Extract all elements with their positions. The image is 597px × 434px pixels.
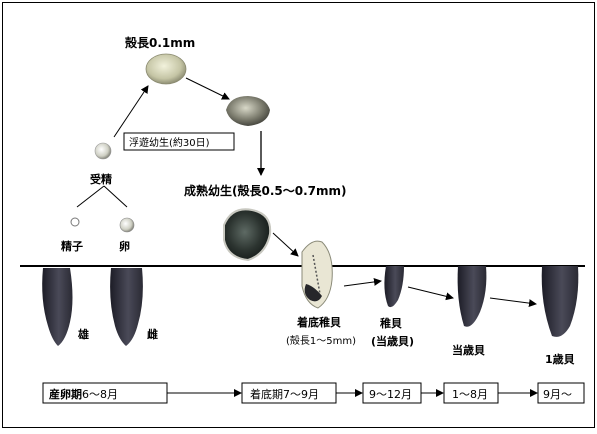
line-to-egg <box>103 185 128 208</box>
one-year-shell-image <box>541 266 579 337</box>
current-year-shell-label: 当歳貝 <box>452 343 485 357</box>
settled-juvenile-detail <box>312 254 321 295</box>
settled-juvenile-label: 着底稚貝 <box>296 315 341 329</box>
arrow-larva-to-veliger <box>185 77 230 100</box>
planktonic-larva-box <box>123 132 235 151</box>
veliger-larva-image <box>226 96 270 126</box>
line-to-sperm <box>76 185 105 208</box>
sperm-label: 精子 <box>61 239 83 253</box>
juvenile-label: 稚貝 <box>380 316 402 330</box>
timeline-settlement-label: 着底期7〜9月 <box>250 387 319 401</box>
timeline-sep-dec-label: 9〜12月 <box>369 388 412 401</box>
arrow-settled-to-juvenile <box>343 277 382 287</box>
mature-larva-image <box>223 208 272 262</box>
one-year-label: 1歳貝 <box>545 352 575 366</box>
planktonic-larva-label: 浮遊幼生(約30日) <box>129 136 210 149</box>
settled-juvenile-foot <box>304 284 322 302</box>
mature-larva-label: 成熟幼生(殻長0.5〜0.7mm) <box>184 183 347 198</box>
fertilized-egg-image <box>94 142 112 160</box>
juvenile-image <box>384 266 404 308</box>
timeline-spawning-label: 産卵期6〜8月 <box>49 387 118 401</box>
male-label: 雄 <box>77 327 89 341</box>
frame-border <box>2 2 595 428</box>
male-mussel-image <box>42 268 73 346</box>
timeline-sep-on-box <box>537 382 585 404</box>
settled-size-label: (殻長1〜5mm) <box>286 334 356 347</box>
arrow-juvenile-to-current <box>407 286 454 301</box>
arrow-current-to-one-year <box>489 297 537 308</box>
timeline-spawning-months: 6〜8月 <box>82 388 118 401</box>
sperm-image <box>70 217 80 227</box>
d-larva-image <box>145 53 187 85</box>
timeline-spawning-bold: 産卵期 <box>49 387 82 401</box>
arrow-mature-to-settled <box>272 232 299 257</box>
female-label: 雌 <box>147 327 158 341</box>
timeline-jan-aug-label: 1〜8月 <box>452 388 488 401</box>
arrow-fert-to-larva <box>113 85 149 138</box>
current-year-shell-image <box>457 266 487 327</box>
fertilization-label: 受精 <box>90 172 112 186</box>
current-year-label: (当歳貝) <box>371 334 414 348</box>
shell-length-label: 殻長0.1mm <box>125 35 195 50</box>
egg-label: 卵 <box>119 239 130 253</box>
female-mussel-image <box>110 268 143 346</box>
egg-image <box>119 217 135 233</box>
timeline-sep-on-label: 9月〜 <box>543 388 572 401</box>
